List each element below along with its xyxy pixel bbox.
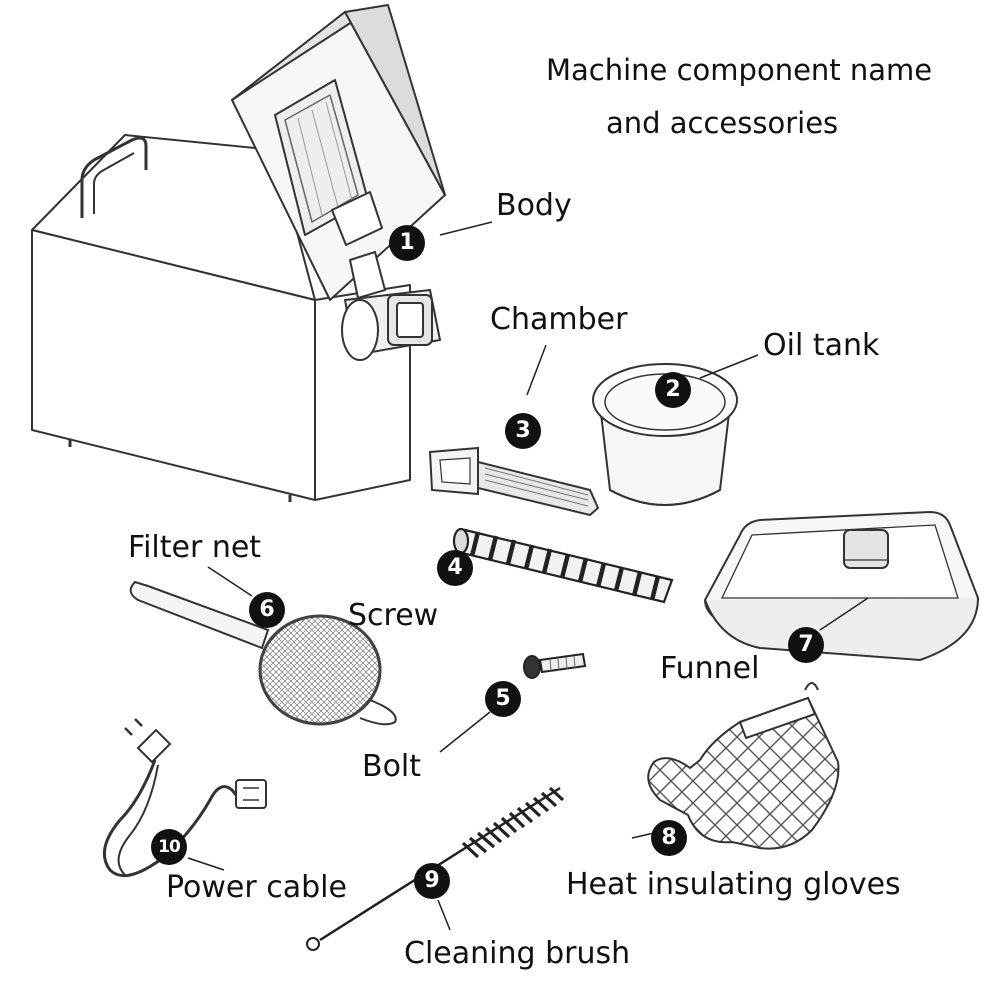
badge-chamber: 3: [505, 413, 541, 449]
badge-power-cable: 10: [151, 829, 187, 865]
label-cleaning-brush: Cleaning brush: [404, 936, 631, 971]
label-bolt: Bolt: [362, 749, 422, 784]
leader-line-oil-tank: [699, 354, 759, 379]
leader-line-body: [439, 221, 493, 236]
leader-line-bolt: [439, 711, 491, 753]
diagram-title-line-2: and accessories: [606, 106, 839, 140]
label-funnel: Funnel: [660, 651, 760, 686]
diagram-title-line-1: Machine component name: [546, 53, 933, 87]
funnel-icon: [703, 510, 980, 662]
glove-icon: [647, 682, 840, 850]
leader-line-funnel: [819, 597, 869, 631]
label-gloves: Heat insulating gloves: [566, 867, 901, 902]
oil-press-body-icon: [31, 4, 446, 502]
label-body: Body: [496, 188, 572, 223]
badge-body: 1: [389, 225, 425, 261]
badge-screw: 4: [437, 550, 473, 586]
badge-filter-net: 6: [249, 592, 285, 628]
leader-line-filter-net: [207, 566, 253, 597]
bolt-icon: [523, 652, 587, 679]
label-chamber: Chamber: [490, 302, 628, 337]
badge-bolt: 5: [485, 681, 521, 717]
chamber-icon: [428, 446, 600, 517]
leader-line-gloves: [631, 832, 655, 839]
leader-line-power-cable: [187, 857, 225, 871]
badge-funnel: 7: [788, 627, 824, 663]
badge-gloves: 8: [651, 820, 687, 856]
screw-icon: [452, 527, 674, 604]
badge-cleaning-brush: 9: [414, 863, 450, 899]
label-power-cable: Power cable: [166, 870, 347, 905]
label-oil-tank: Oil tank: [763, 328, 880, 363]
badge-oil-tank: 2: [655, 372, 691, 408]
leader-line-cleaning-brush: [437, 899, 451, 931]
filter-net-icon: [129, 580, 397, 726]
leader-line-chamber: [526, 344, 547, 396]
label-screw: Screw: [348, 598, 439, 633]
power-cable-icon: [102, 718, 267, 878]
label-filter-net: Filter net: [128, 530, 262, 565]
